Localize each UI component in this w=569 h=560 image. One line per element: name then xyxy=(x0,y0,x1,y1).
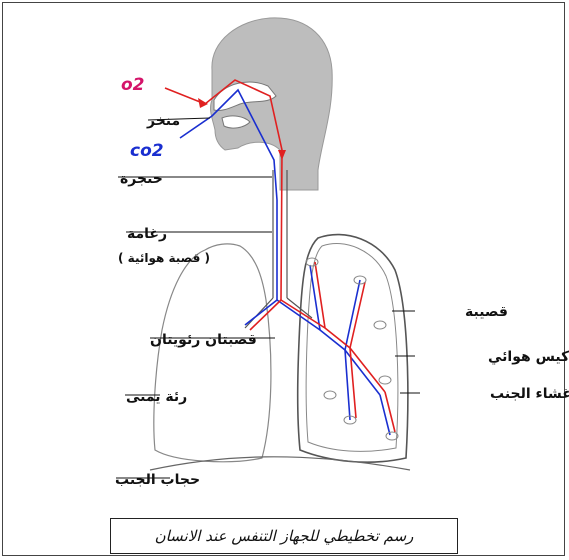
right-lung-outline xyxy=(154,244,271,462)
label-bronchi: قصبتان رئويتان xyxy=(150,332,257,348)
o2-label: o2 xyxy=(121,75,145,95)
left-lung-pleura xyxy=(298,235,408,463)
caption-text: رسم تخطيطي للجهاز التنفس عند الانسان xyxy=(155,527,414,545)
left-lung-inner xyxy=(306,244,398,452)
label-trachea: رغامة xyxy=(127,226,167,242)
co2-label: co2 xyxy=(130,141,164,161)
label-larynx: حنجرة xyxy=(120,171,163,187)
diaphragm xyxy=(150,457,410,470)
label-bronchiole: قصيبة xyxy=(465,304,508,320)
label-air-sac: كيس هوائي xyxy=(488,349,569,365)
label-right-lung: رئة يمنى xyxy=(126,389,187,405)
label-trachea-note: ( قصبة هوائية ) xyxy=(118,251,210,266)
caption-box: رسم تخطيطي للجهاز التنفس عند الانسان xyxy=(110,518,458,554)
label-diaphragm: حجاب الجنب xyxy=(115,472,200,488)
label-pleura: غشاء الجنب xyxy=(490,386,569,402)
label-nostril: منخر xyxy=(146,113,180,129)
